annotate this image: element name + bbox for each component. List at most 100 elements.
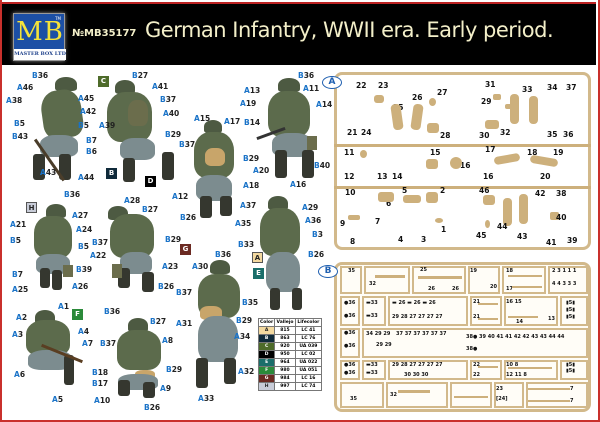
logo-tm: TM bbox=[55, 16, 61, 21]
part-label: A42 bbox=[80, 107, 97, 116]
sprue-cell bbox=[340, 382, 384, 408]
part-label: A24 bbox=[76, 225, 93, 234]
part-number: 7 bbox=[570, 386, 574, 392]
part-number: 35 bbox=[348, 268, 355, 274]
part-label: B40 bbox=[314, 161, 331, 170]
part-label: B43 bbox=[12, 132, 29, 141]
page-title: German Infantry, WWII era. Early period. bbox=[145, 18, 554, 42]
part-label: B18 bbox=[92, 368, 109, 377]
part-label: B36 bbox=[298, 71, 315, 80]
part-number: 4 bbox=[398, 235, 404, 244]
helmet bbox=[55, 77, 77, 91]
sprue-part bbox=[374, 95, 384, 103]
sprue-part bbox=[550, 212, 559, 220]
weapon-rifle bbox=[508, 316, 538, 318]
part-label: A5 bbox=[52, 395, 64, 404]
boot bbox=[270, 288, 280, 310]
sprue-part bbox=[510, 94, 519, 124]
sprue-cell bbox=[340, 296, 360, 326]
ammo-box bbox=[112, 264, 122, 278]
vallejo-header: Vallejo bbox=[274, 318, 296, 327]
sprue-a-marker: A bbox=[322, 76, 342, 89]
sprue-cell bbox=[412, 266, 466, 294]
color-badge-a: A bbox=[252, 252, 263, 263]
part-number: 19 bbox=[553, 148, 564, 157]
part-label: B36 bbox=[64, 190, 81, 199]
color-badge-f: F bbox=[72, 309, 83, 320]
part-label: A14 bbox=[316, 100, 333, 109]
part-label: B36 bbox=[215, 250, 232, 259]
part-label: A39 bbox=[99, 121, 116, 130]
sprue-part bbox=[485, 120, 499, 129]
part-number: 44 bbox=[497, 222, 508, 231]
part-label: A1 bbox=[58, 302, 70, 311]
part-label: A8 bbox=[162, 336, 174, 345]
helmet bbox=[278, 78, 300, 92]
master-box-logo: MB TM MASTER BOX LTD bbox=[13, 13, 66, 61]
part-label: B35 bbox=[242, 298, 259, 307]
sprue-cell bbox=[470, 296, 502, 326]
helmet bbox=[115, 80, 135, 94]
sprue-cell bbox=[388, 296, 468, 326]
part-label: A23 bbox=[162, 262, 179, 271]
weapon-rifle bbox=[478, 366, 498, 368]
part-number: 39 bbox=[567, 236, 578, 245]
sprue-cell bbox=[450, 382, 492, 408]
part-label: B26 bbox=[308, 250, 325, 259]
bread-bag bbox=[205, 148, 225, 166]
part-number: 9 bbox=[340, 219, 346, 228]
part-number: 29 28 27 27 27 27 bbox=[392, 362, 443, 368]
soldier-legs bbox=[266, 252, 300, 292]
part-label: B29 bbox=[165, 235, 182, 244]
part-number: 22 bbox=[356, 81, 367, 90]
part-label: A38 bbox=[6, 96, 23, 105]
sprue-part bbox=[378, 192, 394, 202]
part-number: 7 bbox=[375, 217, 381, 226]
part-number: ●36 bbox=[344, 313, 356, 319]
part-number: 15 bbox=[430, 148, 441, 157]
part-label: A30 bbox=[192, 262, 209, 271]
part-label: A6 bbox=[14, 370, 26, 379]
part-number: 45 bbox=[476, 231, 487, 240]
part-number: 32 bbox=[500, 128, 511, 137]
part-label: B37 bbox=[92, 238, 109, 247]
part-label: B5 bbox=[78, 121, 89, 130]
part-label: A11 bbox=[303, 84, 320, 93]
part-number: 42 bbox=[535, 189, 546, 198]
part-number: 12 bbox=[344, 172, 355, 181]
part-number: 22 bbox=[473, 372, 480, 378]
boot bbox=[123, 158, 135, 182]
sprue-runner bbox=[334, 186, 591, 189]
part-number: 23 bbox=[496, 386, 503, 392]
soldier-legs bbox=[120, 138, 155, 160]
part-number: 13 bbox=[377, 172, 388, 181]
part-label: A3 bbox=[12, 330, 24, 339]
part-number: 26 bbox=[452, 286, 459, 292]
part-label: A2 bbox=[16, 313, 28, 322]
part-number: 18 bbox=[527, 148, 538, 157]
part-label: B36 bbox=[32, 71, 49, 80]
part-label: B14 bbox=[244, 118, 261, 127]
sprue-part bbox=[429, 98, 436, 106]
boot bbox=[64, 355, 74, 385]
sprue-cell bbox=[364, 266, 410, 294]
backpack bbox=[128, 100, 148, 126]
weapon-rifle bbox=[418, 276, 462, 279]
part-number: 16 bbox=[460, 161, 471, 170]
part-label: A45 bbox=[78, 94, 95, 103]
sprue-part bbox=[503, 198, 512, 226]
weapon-rifle bbox=[528, 400, 570, 402]
part-number: 2 3 1 1 1 bbox=[552, 268, 577, 274]
helmet bbox=[46, 204, 66, 218]
color-badge-h: H bbox=[26, 202, 37, 213]
sprue-cell bbox=[504, 296, 558, 326]
part-number: 28 bbox=[440, 131, 451, 140]
part-label: B37 bbox=[179, 140, 196, 149]
sprue-cell bbox=[340, 266, 362, 294]
sprue-part bbox=[493, 94, 501, 100]
part-number: ▬33 bbox=[366, 313, 378, 319]
part-label: B33 bbox=[238, 240, 255, 249]
lifecolor-header: Lifecolor bbox=[294, 318, 323, 327]
part-label: A4 bbox=[78, 327, 90, 336]
